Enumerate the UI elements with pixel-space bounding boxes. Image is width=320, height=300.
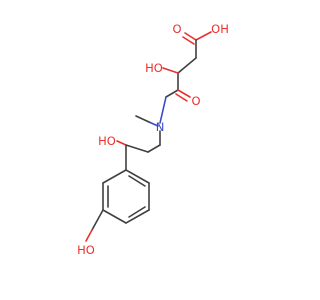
bond-c-o-1 xyxy=(177,89,191,98)
atom-oh-phenol: HO xyxy=(77,243,95,257)
bond-ch2-choh xyxy=(147,144,161,153)
bond-cooh-o-2 xyxy=(182,36,195,45)
atom-oh-benzyl: HO xyxy=(98,134,116,148)
atom-o-acid: O xyxy=(172,22,181,36)
bond-c-o-2 xyxy=(175,93,188,102)
bond-cooh-oh xyxy=(195,31,212,41)
atom-oh-acid: OH xyxy=(211,22,229,36)
bond-n-c xyxy=(159,96,167,124)
atom-n-amide: N xyxy=(156,120,165,134)
bond-choh-oh xyxy=(116,140,127,146)
atom-oh-alpha: HO xyxy=(145,61,163,75)
ring-bond-3 xyxy=(102,209,127,224)
ring-double-2 xyxy=(128,206,146,218)
bond-ring-oh xyxy=(91,209,104,231)
ring-bond-6 xyxy=(125,169,150,184)
bond-n-me xyxy=(148,121,159,127)
ring-bond-1 xyxy=(102,169,127,184)
bond-ch2-ch xyxy=(177,57,197,74)
bond-cooh-o-1 xyxy=(184,32,197,41)
ring-bond-4 xyxy=(125,209,150,224)
structure-svg: OH O HO N O HO HO xyxy=(77,22,229,257)
ring-double-3 xyxy=(128,175,146,187)
atom-o-amide: O xyxy=(191,94,200,108)
bond-ch-oh xyxy=(162,67,179,74)
bond-methyl xyxy=(135,115,150,123)
molecule-diagram: OH O HO N O HO HO xyxy=(77,22,229,257)
bond-c-n xyxy=(165,89,179,98)
bond-phenol-oh xyxy=(85,229,93,242)
bond-choh-c xyxy=(125,144,149,153)
